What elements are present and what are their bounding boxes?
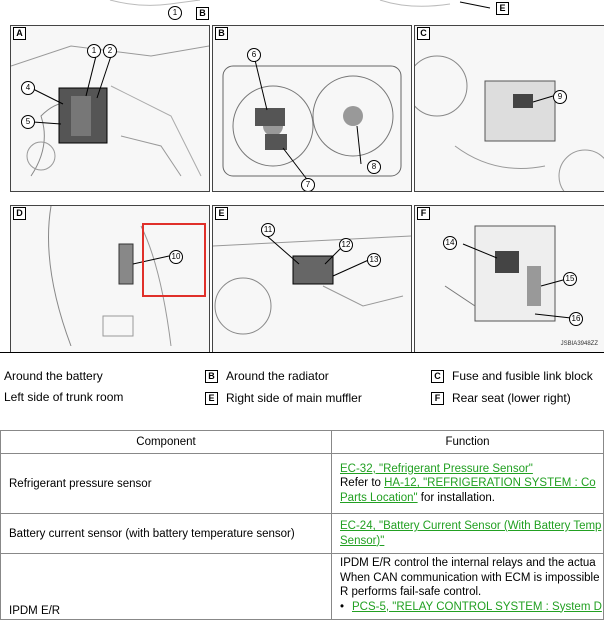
callout-14: 14 xyxy=(443,236,457,250)
top-callout-b: B xyxy=(196,7,209,20)
panel-d-letter: D xyxy=(13,207,26,220)
function-link[interactable]: HA-12, "REFRIGERATION SYSTEM : Co xyxy=(384,477,596,490)
panel-c-letter: C xyxy=(417,27,430,40)
legend-letter-f: F xyxy=(431,391,444,405)
legend-item-d: Left side of trunk room xyxy=(4,389,123,405)
legend-letter-e: E xyxy=(205,391,218,405)
panel-d-drawing xyxy=(48,206,172,346)
component-cell: Battery current sensor (with battery tem… xyxy=(0,513,332,554)
highlight-box xyxy=(142,223,206,297)
table-header-row: Component Function xyxy=(0,430,604,454)
callout-15: 15 xyxy=(563,272,577,286)
legend-item-f: F Rear seat (lower right) xyxy=(431,390,571,406)
top-callout-1: 1 xyxy=(168,6,182,20)
function-link[interactable]: EC-24, "Battery Current Sensor (With Bat… xyxy=(340,520,602,532)
top-callout-e: E xyxy=(496,2,509,15)
panel-b: B 6 7 8 xyxy=(212,25,412,192)
panel-e: E 11 12 13 xyxy=(212,205,412,352)
callout-12: 12 xyxy=(339,238,353,252)
legend-text-a: Around the battery xyxy=(4,369,103,383)
panel-f: F 14 15 16 xyxy=(414,205,604,352)
function-link[interactable]: Parts Location" xyxy=(340,491,418,504)
function-line: Sensor)" xyxy=(340,534,595,549)
function-line: When CAN communication with ECM is impos… xyxy=(340,571,600,584)
callout-11: 11 xyxy=(261,223,275,237)
callout-10: 10 xyxy=(169,250,183,264)
top-strip-drawing xyxy=(109,0,491,9)
figure-legend: Around the battery B Around the radiator… xyxy=(0,364,604,410)
panel-e-drawing xyxy=(213,235,411,335)
panel-f-letter: F xyxy=(417,207,430,220)
table-row: Battery current sensor (with battery tem… xyxy=(0,513,604,554)
function-cell: EC-32, "Refrigerant Pressure Sensor" Ref… xyxy=(331,453,604,514)
callout-6: 6 xyxy=(247,48,261,62)
figure-code: JSBIA3948ZZ xyxy=(560,341,598,347)
panel-b-drawing xyxy=(222,59,402,183)
function-link[interactable]: PCS-5, "RELAY CONTROL SYSTEM : System D xyxy=(352,600,602,613)
function-text: for installation. xyxy=(417,491,495,504)
component-table: Component Function Refrigerant pressure … xyxy=(0,430,604,620)
callout-5: 5 xyxy=(21,115,35,129)
panel-a-letter: A xyxy=(13,27,26,40)
legend-item-a: Around the battery xyxy=(4,368,103,384)
panel-e-letter: E xyxy=(215,207,228,220)
header-component: Component xyxy=(0,430,332,454)
legend-letter-b: B xyxy=(205,369,218,383)
callout-7: 7 xyxy=(301,178,315,191)
panel-a-drawing xyxy=(11,45,209,177)
function-line: R performs fail-safe control. xyxy=(340,586,482,598)
legend-item-e: E Right side of main muffler xyxy=(205,390,362,406)
header-function: Function xyxy=(331,430,604,454)
callout-13: 13 xyxy=(367,253,381,267)
function-line: EC-24, "Battery Current Sensor (With Bat… xyxy=(340,519,601,534)
component-cell: Refrigerant pressure sensor xyxy=(0,453,332,514)
legend-item-b: B Around the radiator xyxy=(205,368,329,384)
panel-f-drawing xyxy=(444,225,572,322)
function-line: IPDM E/R control the internal relays and… xyxy=(340,557,596,569)
table-row: Refrigerant pressure sensor EC-32, "Refr… xyxy=(0,453,604,514)
figure-top-strip: 1 B E xyxy=(0,0,604,22)
bullet-icon: • xyxy=(340,600,345,613)
panel-c-drawing xyxy=(415,55,604,191)
callout-9: 9 xyxy=(553,90,567,104)
function-cell: EC-24, "Battery Current Sensor (With Bat… xyxy=(331,513,604,554)
legend-text-b: Around the radiator xyxy=(226,369,329,383)
legend-text-e: Right side of main muffler xyxy=(226,391,362,405)
function-text: Refer to xyxy=(340,477,385,490)
table-row: IPDM E/R IPDM E/R control the internal r… xyxy=(0,553,604,620)
function-link[interactable]: Sensor)" xyxy=(340,534,385,547)
legend-text-d: Left side of trunk room xyxy=(4,390,124,404)
panel-d: D 10 xyxy=(10,205,210,352)
callout-2: 2 xyxy=(103,44,117,58)
function-cell: IPDM E/R control the internal relays and… xyxy=(331,553,604,620)
callout-4: 4 xyxy=(21,81,35,95)
callout-1: 1 xyxy=(87,44,101,58)
legend-text-c: Fuse and fusible link block xyxy=(452,369,593,383)
function-line: • PCS-5, "RELAY CONTROL SYSTEM : System D xyxy=(340,600,602,615)
function-line: Parts Location" for installation. xyxy=(340,491,595,506)
callout-8: 8 xyxy=(367,160,381,174)
panel-a: A 1 2 4 5 xyxy=(10,25,210,192)
function-line: EC-32, "Refrigerant Pressure Sensor" xyxy=(340,462,595,477)
function-link[interactable]: EC-32, "Refrigerant Pressure Sensor" xyxy=(340,462,533,475)
function-line: Refer to HA-12, "REFRIGERATION SYSTEM : … xyxy=(340,476,596,491)
component-location-figure: 1 B E A 1 2 4 5 xyxy=(0,0,604,353)
legend-text-f: Rear seat (lower right) xyxy=(452,391,571,405)
callout-16: 16 xyxy=(569,312,583,326)
legend-item-c: C Fuse and fusible link block xyxy=(431,368,593,384)
panel-c: C 9 xyxy=(414,25,604,192)
legend-letter-c: C xyxy=(431,369,444,383)
component-cell: IPDM E/R xyxy=(0,553,332,620)
panel-b-letter: B xyxy=(215,27,228,40)
